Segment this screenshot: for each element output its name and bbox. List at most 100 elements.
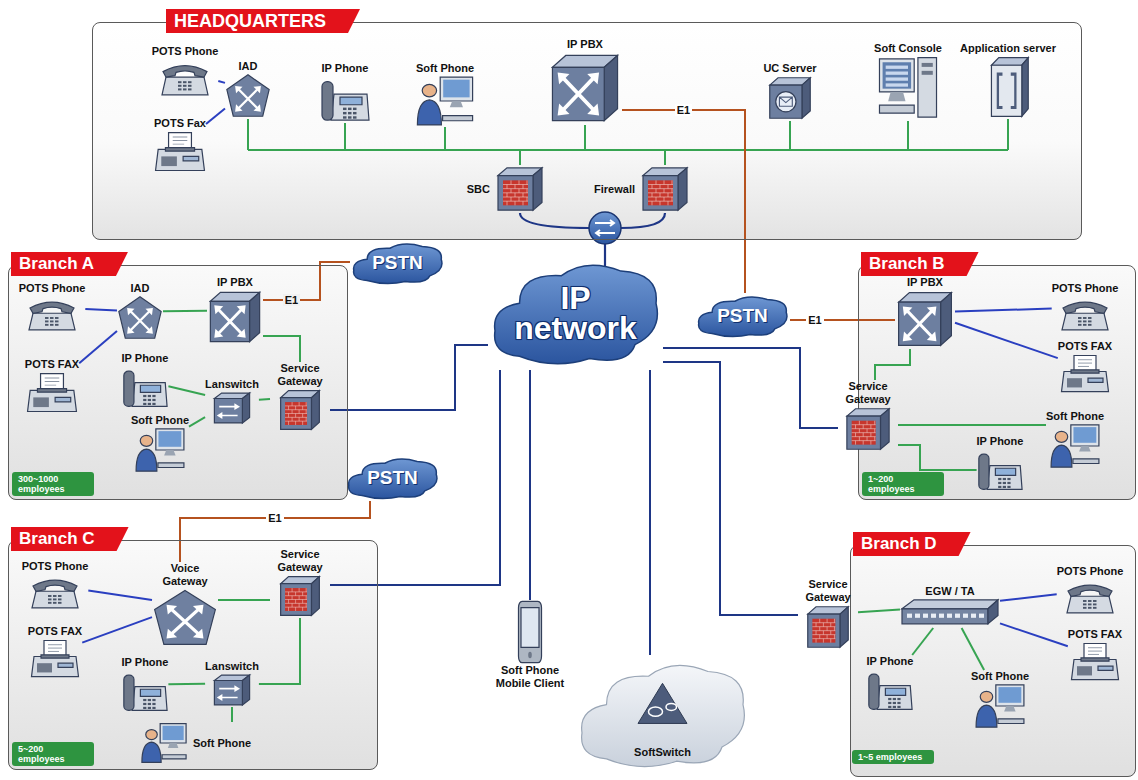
drawing-part — [30, 302, 74, 313]
drawing-part — [188, 85, 192, 87]
site-panel: Branch BIP PBXPOTS PhonePOTS FAXService … — [858, 265, 1136, 500]
drawing-part — [50, 320, 54, 322]
drawing-part — [295, 414, 296, 418]
drawing-part — [998, 478, 1001, 480]
drawing-part — [152, 399, 155, 401]
drawing-part — [212, 391, 252, 425]
link-line — [168, 683, 205, 685]
drawing-part — [234, 685, 240, 692]
device-node: Soft Phone — [131, 414, 189, 473]
drawing-part — [507, 185, 508, 189]
drawing-part — [877, 686, 912, 710]
drawing-part — [664, 189, 665, 193]
device-label: Application server — [960, 42, 1056, 55]
drawing-part — [518, 601, 541, 662]
drawing-part — [156, 149, 205, 170]
drawing-part — [161, 156, 177, 166]
drawing-part — [1088, 600, 1092, 602]
drawing-part — [288, 421, 289, 425]
egw-icon — [900, 598, 1000, 628]
iad-icon — [117, 295, 163, 341]
fw-icon — [495, 165, 545, 213]
drawing-part — [148, 707, 151, 709]
drawing-part — [146, 308, 153, 315]
link-line — [622, 110, 745, 293]
drawing-part — [306, 588, 307, 592]
drawing-part — [143, 399, 146, 401]
drawing-part — [162, 755, 186, 759]
link-line — [218, 81, 225, 83]
drawing-part — [867, 421, 868, 425]
device-label: IP PBX — [907, 276, 943, 289]
drawing-part — [668, 185, 669, 189]
drawing-part — [302, 406, 303, 410]
drawing-part — [140, 722, 188, 764]
drawing-part — [178, 85, 182, 87]
device-node: POTS Phone — [1057, 565, 1124, 616]
drawing-part — [302, 600, 303, 604]
device-label: Lanswitch — [205, 660, 259, 673]
drawing-part — [664, 180, 665, 184]
drawing-part — [295, 607, 296, 611]
drawing-part — [212, 673, 252, 707]
device-label: POTS Phone — [19, 282, 86, 295]
drawing-part — [343, 112, 347, 114]
device-node: EGW / TA — [900, 585, 1000, 628]
drawing-part — [1083, 603, 1087, 605]
drawing-part — [302, 421, 303, 425]
drawing-part — [527, 180, 528, 184]
drawing-part — [306, 402, 307, 406]
drawing-part — [874, 421, 875, 425]
drawing-part — [1051, 445, 1072, 467]
drawing-part — [498, 176, 533, 211]
drawing-part — [158, 463, 184, 468]
drawing-part — [27, 295, 77, 333]
drawing-part — [193, 605, 204, 615]
device-node: Soft Phone Mobile Client — [490, 600, 570, 690]
drawing-part — [678, 168, 687, 210]
fax-icon — [1070, 641, 1120, 683]
drawing-part — [1003, 478, 1006, 480]
device-node: POTS FAX — [1058, 340, 1112, 395]
device-label: POTS Phone — [22, 560, 89, 573]
drawing-part — [353, 112, 357, 114]
drawing-part — [776, 92, 796, 112]
drawing-part — [495, 165, 545, 213]
drawing-part — [152, 707, 155, 709]
drawing-part — [1078, 317, 1082, 319]
drawing-part — [874, 429, 875, 433]
drawing-part — [816, 623, 817, 627]
device-label: IAD — [131, 282, 150, 295]
drawing-part — [893, 706, 896, 708]
drawing-part — [907, 614, 912, 618]
drawing-part — [1083, 320, 1087, 322]
drawing-part — [158, 431, 181, 447]
drawing-part — [1004, 706, 1015, 712]
drawing-part — [302, 414, 303, 418]
drawing-part — [859, 429, 860, 433]
drawing-part — [306, 417, 307, 421]
device-node: POTS FAX — [25, 358, 79, 415]
network-cloud: PSTN — [695, 293, 790, 339]
drawing-part — [870, 433, 871, 437]
drawing-part — [819, 619, 820, 623]
drawing-part — [343, 108, 347, 110]
drawing-part — [254, 104, 261, 111]
ipphone-icon — [122, 669, 168, 713]
drawing-part — [292, 402, 293, 406]
drawing-part — [879, 59, 914, 92]
drawing-part — [1098, 666, 1113, 670]
drawing-part — [167, 605, 178, 615]
drawing-part — [285, 595, 307, 596]
drawing-part — [348, 116, 352, 118]
drawing-part — [1062, 313, 1108, 330]
drawing-part — [148, 703, 151, 705]
drawing-part — [652, 193, 653, 197]
drawing-part — [666, 703, 677, 710]
drawing-part — [285, 417, 307, 418]
drawing-part — [823, 631, 824, 635]
drawing-part — [148, 403, 151, 405]
drawing-part — [521, 608, 539, 648]
device-node: Voice Gateway — [152, 562, 218, 648]
drawing-part — [295, 406, 296, 410]
